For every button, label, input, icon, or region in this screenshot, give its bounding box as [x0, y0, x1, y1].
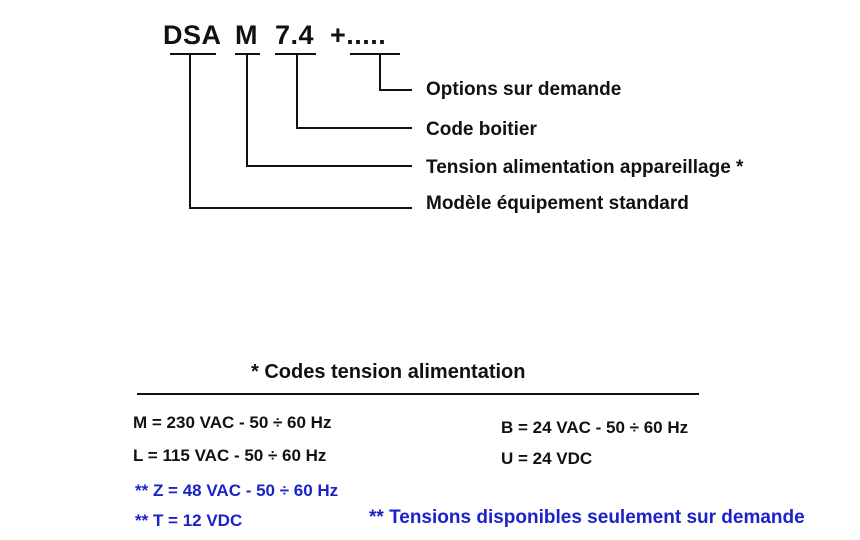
callout-model-label: Modèle équipement standard: [426, 193, 689, 214]
callout-voltage-label: Tension alimentation appareillage *: [426, 157, 744, 178]
voltage-code-b: B = 24 VAC - 50 ÷ 60 Hz: [501, 418, 689, 437]
callout-options-label: Options sur demande: [426, 79, 622, 100]
voltage-codes-title: * Codes tension alimentation: [251, 361, 526, 383]
connector-options: [379, 54, 412, 91]
code-part-voltage: M: [235, 20, 258, 50]
voltage-code-m: M = 230 VAC - 50 ÷ 60 Hz: [133, 413, 332, 432]
connector-model: [189, 54, 412, 209]
voltage-code-l: L = 115 VAC - 50 ÷ 60 Hz: [133, 446, 327, 465]
voltage-codes-divider: [137, 393, 699, 395]
voltage-code-z: ** Z = 48 VAC - 50 ÷ 60 Hz: [135, 481, 339, 500]
voltage-code-u: U = 24 VDC: [501, 449, 593, 468]
code-part-options: +.....: [330, 20, 387, 50]
callout-case-label: Code boitier: [426, 119, 537, 140]
on-request-note: ** Tensions disponibles seulement sur de…: [369, 507, 805, 528]
connector-voltage: [246, 54, 412, 167]
voltage-code-t: ** T = 12 VDC: [135, 511, 243, 530]
code-part-case: 7.4: [275, 20, 315, 50]
connector-case: [296, 54, 412, 129]
code-part-model: DSA: [163, 20, 222, 50]
